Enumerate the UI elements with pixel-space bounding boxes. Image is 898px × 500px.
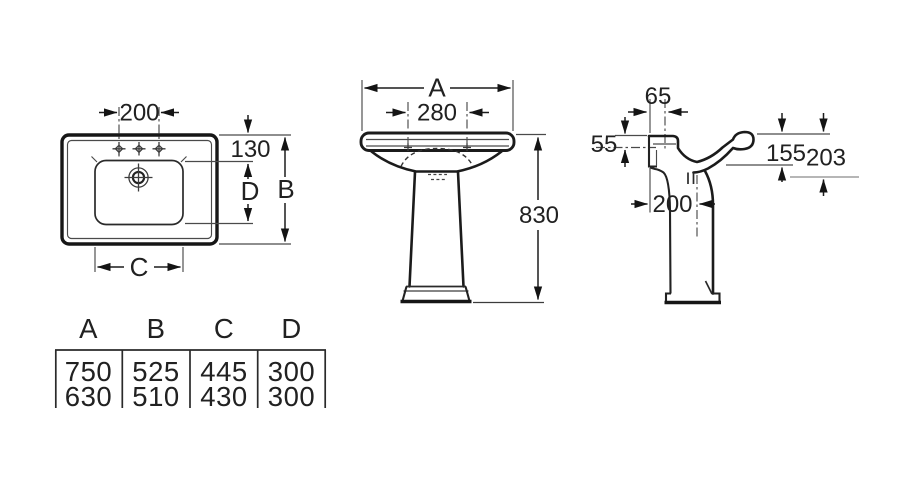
- drain-icon: [124, 163, 153, 192]
- basin-slab: [359, 131, 516, 152]
- bowl-hidden-line: [400, 147, 474, 167]
- table-column-rules: [54, 350, 327, 408]
- drain-hidden-line: [428, 173, 447, 181]
- dim-A-label: A: [428, 73, 446, 103]
- table-cell: 300: [268, 381, 315, 412]
- dim-C-label: C: [130, 252, 149, 282]
- dim-830-label: 830: [519, 202, 559, 229]
- dim-D-label: D: [241, 176, 260, 206]
- extension-lines: [361, 80, 514, 131]
- table-cell: 750: [65, 356, 112, 387]
- dim-65-label: 65: [645, 83, 672, 110]
- basin-outline: [60, 133, 219, 246]
- table-header-a: A: [79, 313, 98, 344]
- table-cell: 525: [132, 356, 179, 387]
- extension-lines: [94, 247, 184, 272]
- dimensions-table: A B C D 750 525 445 300 630 510 430 300: [54, 313, 327, 412]
- dim-55-label: 55: [591, 131, 618, 158]
- drain-stub: [687, 172, 695, 184]
- front-view: A 280 830: [359, 73, 559, 304]
- tap-hole-marks: [404, 143, 471, 151]
- pedestal-base-profile: [664, 292, 721, 302]
- top-view: 200 C 130 D B: [60, 100, 295, 282]
- dim-280-label: 280: [417, 100, 457, 127]
- dim-200-top-label: 200: [119, 100, 159, 127]
- pedestal-back-edge: [649, 166, 672, 294]
- dim-155-label: 155: [766, 140, 806, 167]
- tap-centerlines: [407, 102, 468, 144]
- basin-rim-inner-line: [66, 139, 213, 240]
- tap-centerlines: [118, 107, 160, 157]
- dim-200-side-label: 200: [652, 191, 692, 218]
- table-cell: 300: [268, 356, 315, 387]
- side-view: 65 55 200 155 203: [591, 83, 859, 305]
- pedestal-rib: [704, 280, 713, 295]
- table-cell: 630: [65, 381, 112, 412]
- table-header-c: C: [214, 313, 234, 344]
- table-cell: 430: [200, 381, 247, 412]
- table-cell: 510: [132, 381, 179, 412]
- pedestal-right-edge: [456, 170, 465, 288]
- dim-203-label: 203: [806, 145, 846, 172]
- pedestal-base-sides: [401, 286, 471, 302]
- basin-profile: [647, 130, 755, 174]
- dim-B-label: B: [277, 174, 294, 204]
- table-cell: 445: [200, 356, 247, 387]
- bowl-outline: [94, 159, 184, 226]
- deck-corner-lines: [91, 156, 187, 163]
- dim-130-label: 130: [230, 136, 270, 163]
- back-panel: [647, 136, 657, 168]
- basin-underside: [370, 150, 503, 173]
- table-header-b: B: [147, 313, 166, 344]
- pedestal-front-edge: [703, 169, 715, 295]
- table-header-d: D: [281, 313, 301, 344]
- slab-detail-lines: [366, 138, 509, 147]
- pedestal-left-edge: [408, 170, 417, 288]
- tap-hole-icon: [132, 142, 146, 156]
